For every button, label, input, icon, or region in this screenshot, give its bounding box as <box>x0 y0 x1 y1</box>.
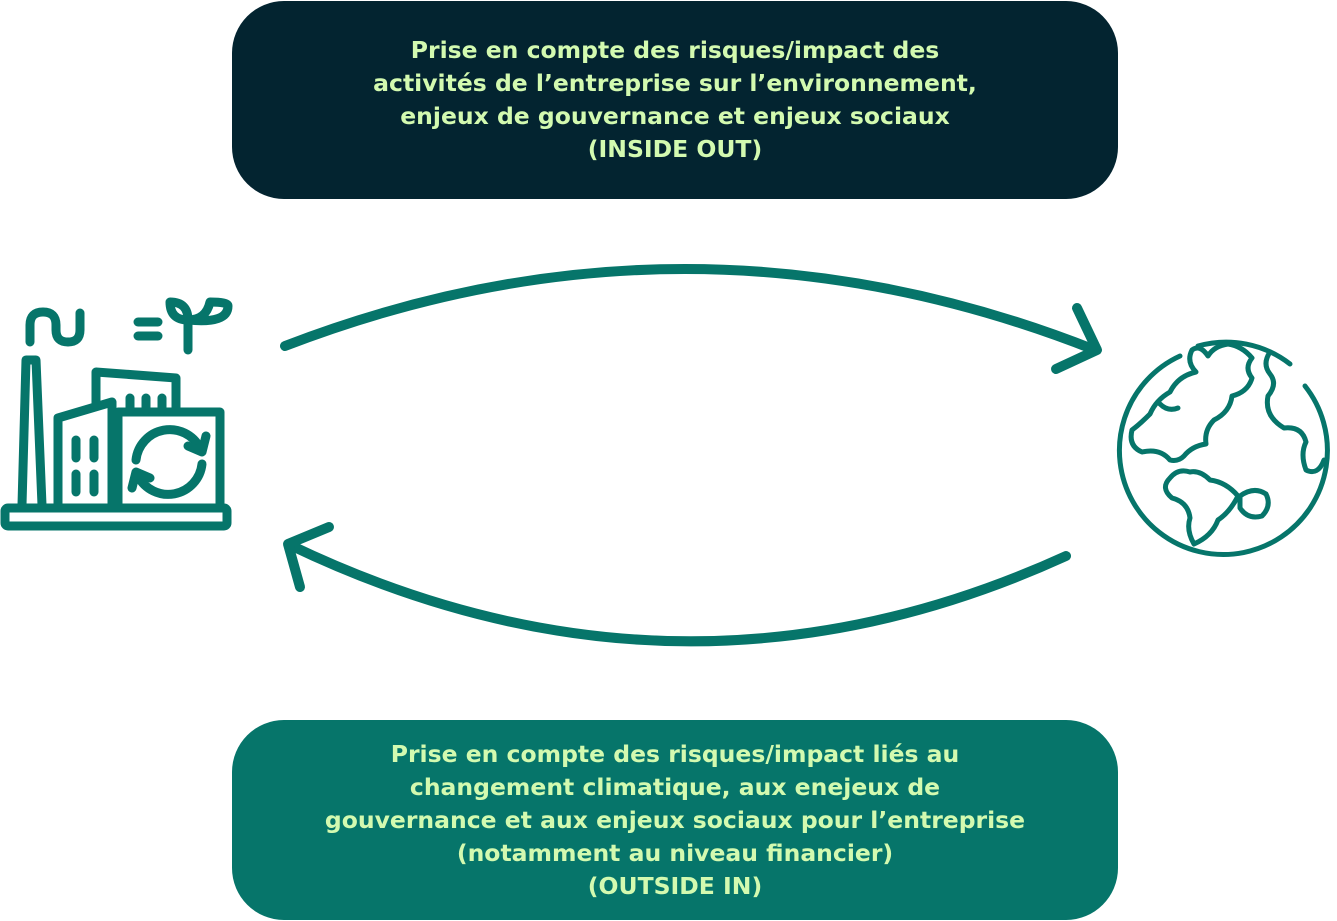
curved-arrow-left-icon <box>283 522 1071 647</box>
outside-in-box: Prise en compte des risques/impact liés … <box>232 720 1118 920</box>
inside-out-line-2: activités de l’entreprise sur l’environn… <box>373 69 977 97</box>
outside-in-line-5: (OUTSIDE IN) <box>587 871 763 900</box>
inside-out-box: Prise en compte des risques/impact des a… <box>232 1 1118 199</box>
inside-out-line-3: enjeux de gouvernance et enjeux sociaux <box>400 102 950 130</box>
factory-icon <box>0 297 233 531</box>
inside-out-line-4: (INSIDE OUT) <box>587 135 763 163</box>
outside-in-line-1: Prise en compte des risques/impact liés … <box>390 739 960 768</box>
outside-in-line-4: (notamment au niveau financier) <box>456 838 894 867</box>
outside-in-line-2: changement climatique, aux enejeux de <box>409 772 941 801</box>
curved-arrow-right-icon <box>280 264 1102 374</box>
outside-in-line-3: gouvernance et aux enjeux sociaux pour l… <box>324 805 1026 834</box>
earth-globe-icon <box>1116 339 1330 557</box>
inside-out-line-1: Prise en compte des risques/impact des <box>410 36 940 64</box>
